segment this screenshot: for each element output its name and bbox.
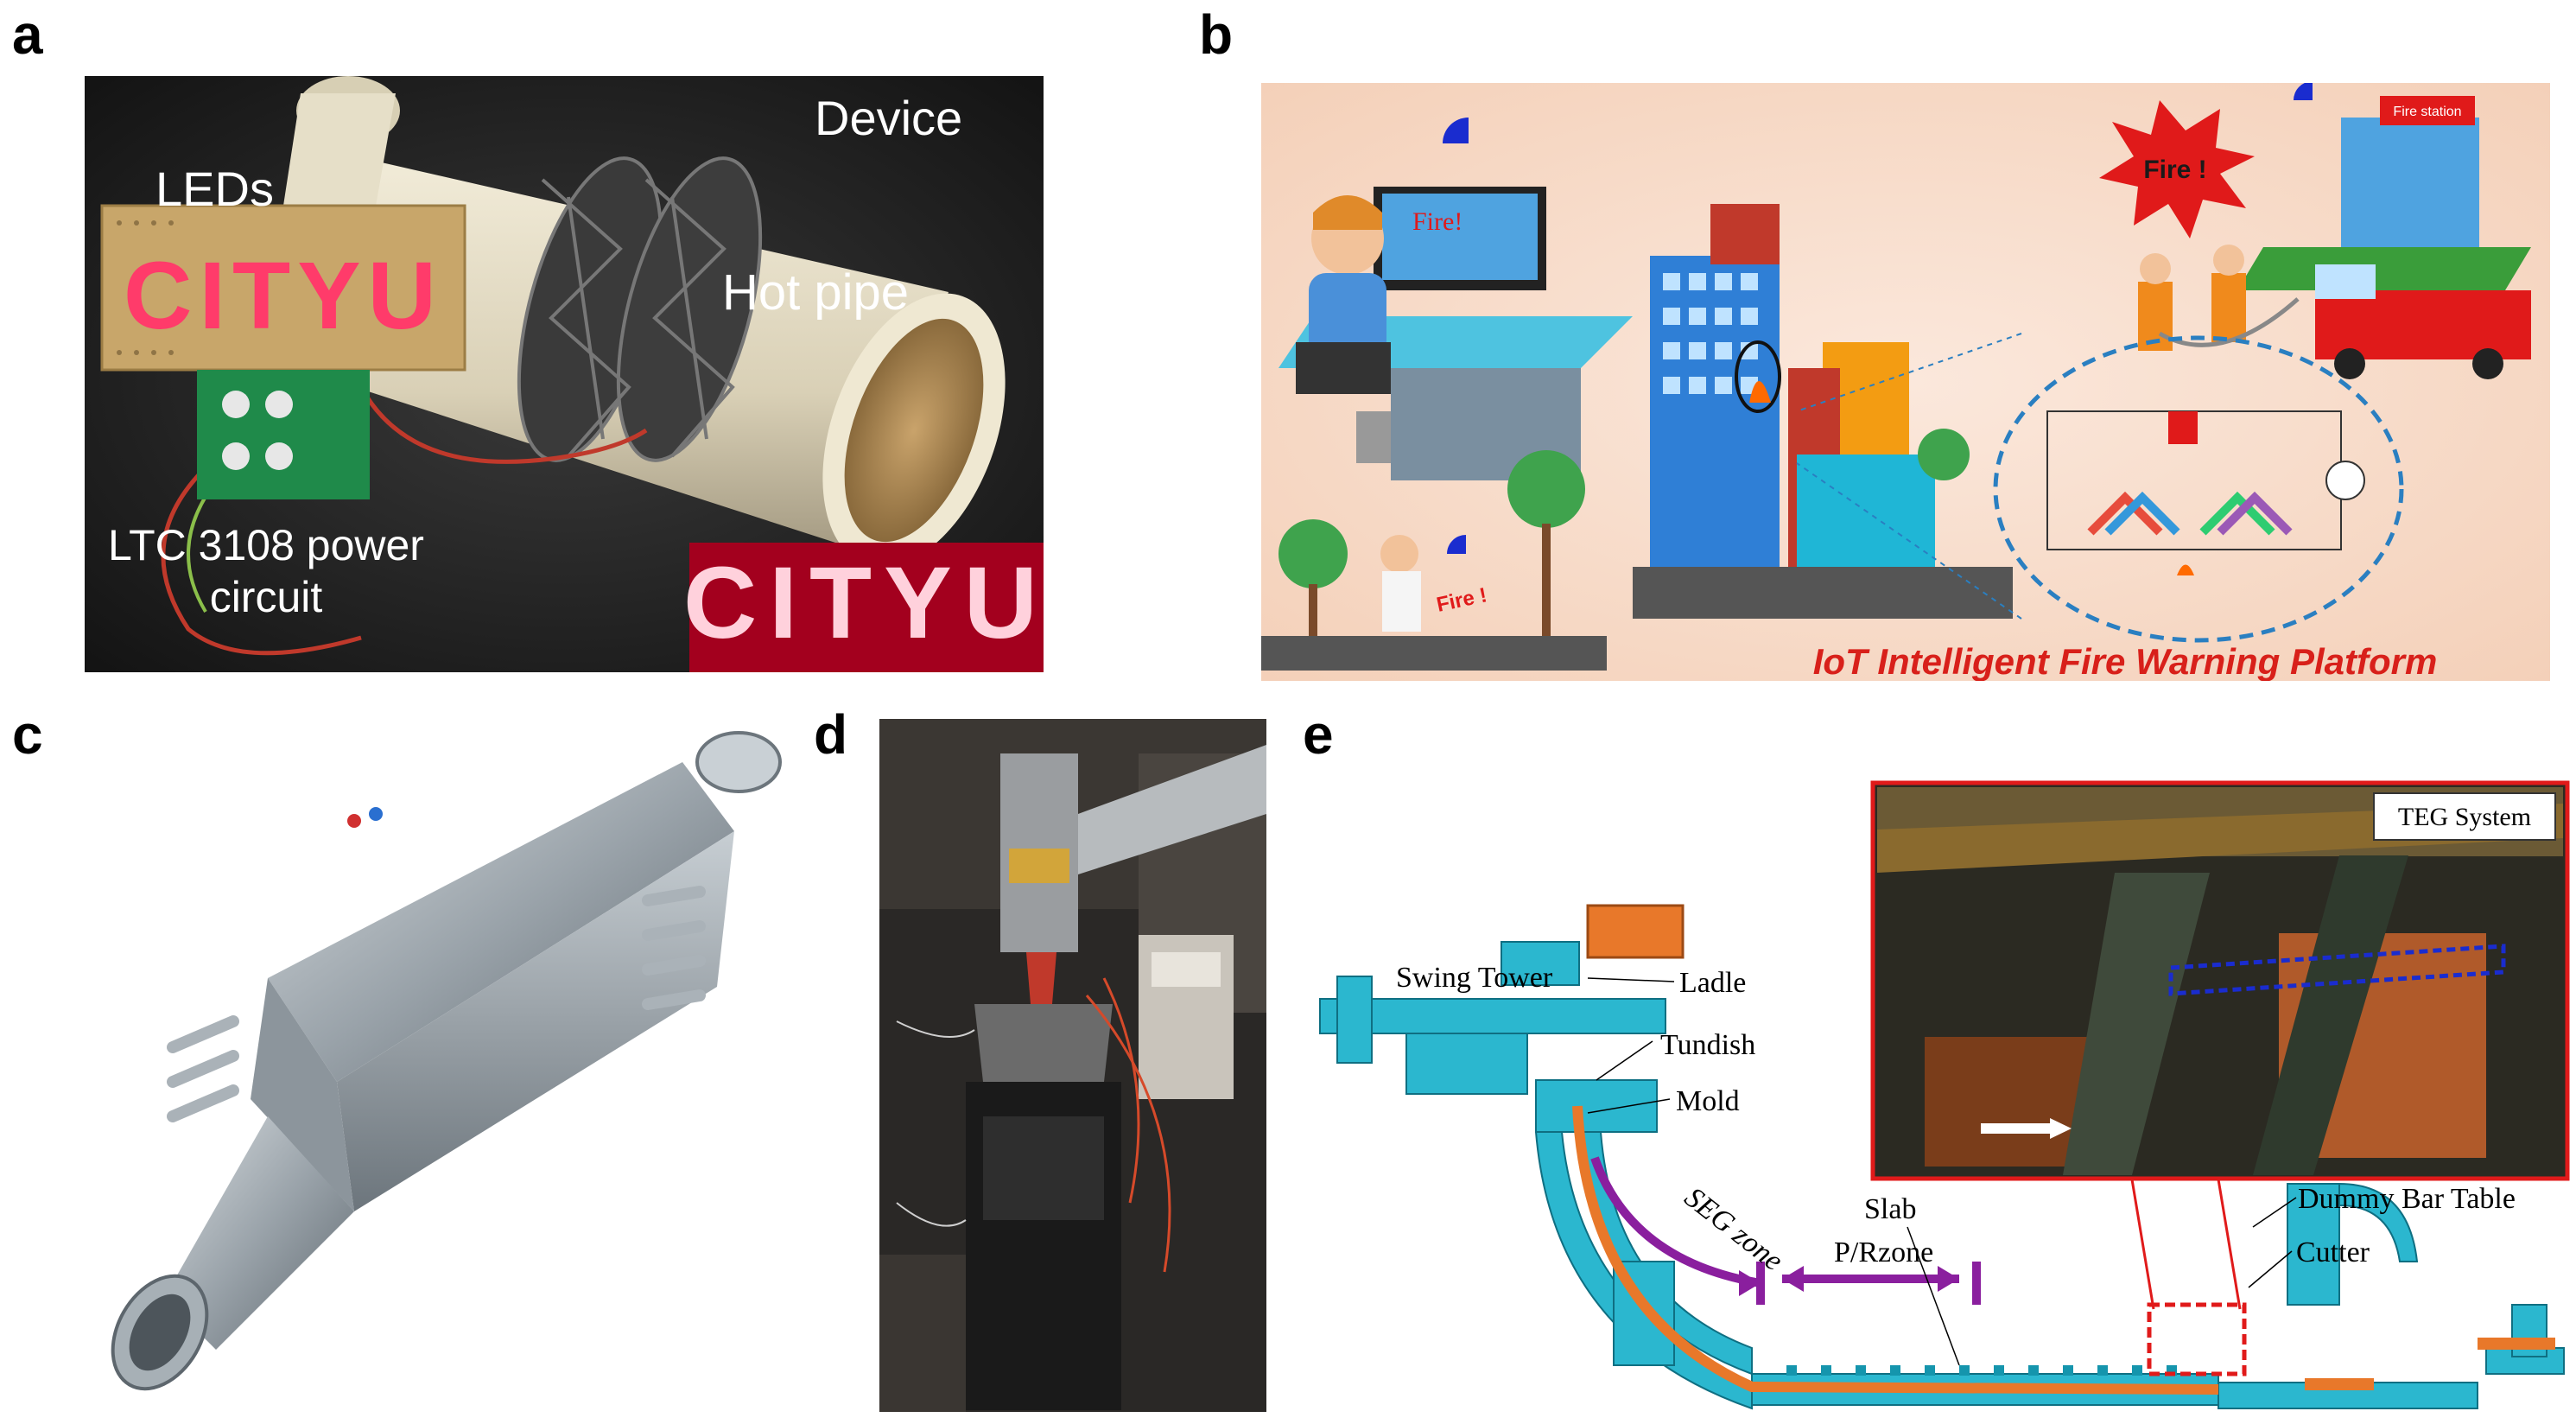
label-circuit-line2: circuit xyxy=(210,573,323,621)
teg-system-label: TEG System xyxy=(2398,803,2531,831)
fire-burst-text: Fire ! xyxy=(2143,156,2206,184)
label-circuit-line1: LTC 3108 power xyxy=(108,521,424,569)
platform-title: IoT Intelligent Fire Warning Platform xyxy=(1813,641,2438,681)
panel-label-a: a xyxy=(12,3,43,66)
panel-label-c: c xyxy=(12,703,43,766)
label-ladle: Ladle xyxy=(1679,967,1746,999)
label-cutter: Cutter xyxy=(2296,1236,2370,1268)
panel-label-e: e xyxy=(1303,703,1334,766)
label-hot-pipe: Hot pipe xyxy=(722,264,909,321)
teg-location-box xyxy=(2147,1302,2247,1376)
city-buildings xyxy=(1633,204,2013,619)
fire-station-sign: Fire station xyxy=(2393,105,2461,119)
panel-label-b: b xyxy=(1199,3,1234,66)
panel-d-photo xyxy=(879,719,1266,1412)
fire-truck xyxy=(2315,264,2531,379)
zone-arrows xyxy=(1590,1156,1981,1305)
label-swing-tower: Swing Tower xyxy=(1396,962,1553,994)
sensor-platform xyxy=(1796,333,2404,643)
panel-label-d: d xyxy=(814,703,848,766)
panel-a-photo: CITYU CITYU Device LEDs Hot pipe LTC 310… xyxy=(85,76,1044,672)
led-inset-text: CITYU xyxy=(683,546,1044,660)
panel-c-photo xyxy=(95,728,803,1410)
label-leds: LEDs xyxy=(155,162,274,216)
label-device: Device xyxy=(815,91,962,145)
led-board-text: CITYU xyxy=(124,243,443,349)
label-dummy-bar-table: Dummy Bar Table xyxy=(2298,1183,2516,1215)
label-pr-zone: P/Rzone xyxy=(1834,1236,1933,1268)
panel-b-illustration: Fire! xyxy=(1261,83,2550,681)
label-tundish: Tundish xyxy=(1660,1029,1755,1061)
teg-inset-photo: TEG System xyxy=(1870,780,2570,1181)
fire-burst: Fire ! xyxy=(2099,100,2255,238)
slab-path xyxy=(1572,1105,2219,1395)
ladle-shape xyxy=(1586,904,1685,959)
fire-station: Fire station xyxy=(2237,83,2531,290)
screen-fire-text: Fire! xyxy=(1412,207,1462,236)
label-slab: Slab xyxy=(1864,1193,1916,1225)
park-scene: Fire ! xyxy=(1261,450,1607,671)
panel-e-diagram: TEG System Swing Tower Ladle Tundish Mol… xyxy=(1303,778,2573,1424)
label-mold: Mold xyxy=(1676,1085,1740,1117)
firefighters xyxy=(2138,245,2300,351)
